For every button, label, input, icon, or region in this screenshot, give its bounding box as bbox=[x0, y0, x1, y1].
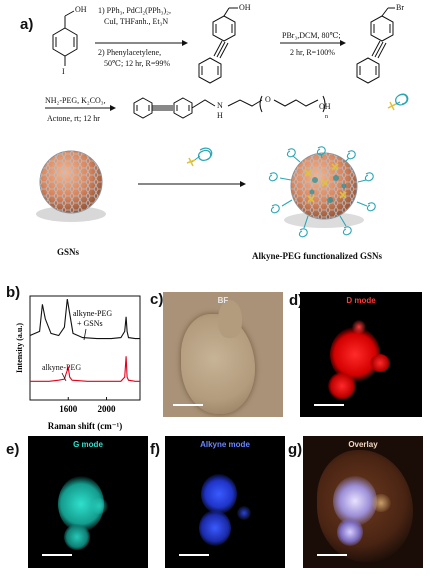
alkyne-signal-2 bbox=[199, 510, 231, 546]
d-mode-title: D mode bbox=[346, 296, 376, 305]
x-tick-label-2: 2000 bbox=[98, 404, 117, 414]
panel-label-g: g) bbox=[288, 441, 303, 458]
step3-condition-2: Actone, rt; 12 hr bbox=[47, 114, 100, 123]
atom-oh-1b: OH bbox=[239, 3, 251, 12]
overlay-title: Overlay bbox=[348, 440, 378, 449]
step3-condition-1: NH₂-PEG, K₂CO₃, bbox=[45, 96, 106, 105]
overlay-signal-3 bbox=[371, 494, 391, 512]
panel-label-b: b) bbox=[6, 284, 21, 301]
gsn-particle bbox=[36, 150, 106, 222]
chart-ylabel: Intensity (a.u.) bbox=[15, 323, 24, 373]
annotation-arrow-2 bbox=[61, 372, 67, 382]
functionalized-gsn-particle bbox=[268, 146, 376, 238]
scale-bar-d bbox=[314, 404, 344, 406]
atom-n: N bbox=[217, 101, 223, 110]
scale-bar-f bbox=[179, 554, 209, 556]
brightfield-image: BF bbox=[163, 292, 283, 417]
panel-label-d: d) bbox=[289, 292, 304, 309]
x-tick-label-1: 1600 bbox=[59, 404, 78, 414]
step1-condition-4: 50℃; 12 hr, R=99% bbox=[104, 59, 171, 68]
g-signal-2 bbox=[64, 524, 90, 550]
raman-spectrum-chart: 1600 2000 Intensity (a.u.) Raman shift (c… bbox=[15, 295, 141, 431]
atom-iodine: I bbox=[62, 67, 65, 76]
scale-bar-c bbox=[173, 404, 203, 406]
scale-bar-e bbox=[42, 554, 72, 556]
step2-condition-2: 2 hr, R=100% bbox=[290, 48, 335, 57]
molecule-alkyne-peg bbox=[133, 95, 326, 119]
chart-xlabel: Raman shift (cm⁻¹) bbox=[48, 421, 122, 431]
alkyne-signal-3 bbox=[237, 506, 251, 520]
d-signal-4 bbox=[352, 320, 366, 334]
atom-br: Br bbox=[396, 3, 404, 12]
scale-bar-g bbox=[317, 554, 347, 556]
bf-title: BF bbox=[217, 296, 229, 305]
g-signal-3 bbox=[90, 498, 108, 514]
alkyne-mode-title: Alkyne mode bbox=[200, 440, 250, 449]
overlay-image: Overlay bbox=[303, 436, 423, 568]
panel-label-a: a) bbox=[20, 16, 34, 33]
nanoparticle-illustration bbox=[36, 146, 376, 238]
panel-label-c: c) bbox=[150, 291, 164, 308]
alkyne-signal-1 bbox=[201, 474, 237, 514]
series-line-2 bbox=[30, 356, 140, 382]
chart-series-group bbox=[29, 299, 140, 382]
d-mode-image: D mode bbox=[300, 292, 422, 417]
atom-o: O bbox=[265, 95, 271, 104]
atom-oh-2: OH bbox=[319, 102, 331, 111]
alkyne-star-icon bbox=[387, 101, 397, 111]
atom-subscript-n: n bbox=[325, 114, 328, 120]
functionalized-gsns-label: Alkyne-PEG functionalized GSNs bbox=[252, 251, 383, 261]
annotation-alkyne-peg-gsns-line2: + GSNs bbox=[77, 319, 103, 328]
atom-oh-1: OH bbox=[75, 5, 87, 14]
cell-body bbox=[181, 314, 255, 414]
step2-condition-1: PBr₃,DCM, 80℃; bbox=[282, 31, 341, 40]
annotation-arrow-1 bbox=[83, 328, 87, 341]
atom-h: H bbox=[217, 111, 223, 120]
series-line-1 bbox=[29, 299, 140, 340]
annotation-alkyne-peg-gsns-line1: alkyne-PEG bbox=[73, 309, 112, 318]
d-signal-3 bbox=[370, 354, 390, 372]
g-mode-image: G mode bbox=[28, 436, 148, 568]
annotation-alkyne-peg: alkyne-PEG bbox=[42, 363, 81, 372]
molecule-iodobenzyl-alcohol bbox=[52, 10, 78, 66]
panel-label-e: e) bbox=[6, 441, 20, 458]
synthesis-scheme bbox=[45, 7, 409, 119]
panel-label-f: f) bbox=[150, 441, 160, 458]
chart-ticks-group: 1600 2000 bbox=[59, 397, 116, 414]
overlay-signal-2 bbox=[337, 518, 363, 546]
molecule-alkyne-bromide bbox=[356, 7, 395, 84]
overlay-signal-1 bbox=[333, 476, 377, 526]
step1-condition-3: 2) Phenylacetylene, bbox=[98, 48, 162, 57]
alkyne-mode-image: Alkyne mode bbox=[165, 436, 285, 568]
alkyne-peg-reagent-icon bbox=[186, 147, 213, 167]
g-mode-title: G mode bbox=[73, 440, 103, 449]
cell-protrusion bbox=[218, 300, 242, 338]
step1-condition-2: CuI, THFanh., Et₃N bbox=[104, 17, 169, 26]
step1-condition-1: 1) PPh₃, PdCl₂(PPh₃)₂, bbox=[98, 6, 171, 15]
molecule-alkyne-alcohol bbox=[198, 7, 238, 84]
gsns-label: GSNs bbox=[57, 247, 80, 257]
d-signal-2 bbox=[328, 372, 356, 400]
chart-frame bbox=[29, 295, 141, 401]
